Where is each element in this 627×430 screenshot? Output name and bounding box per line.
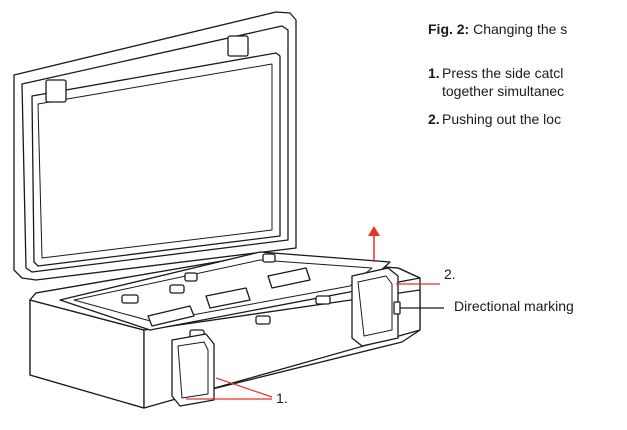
directional-marking	[393, 301, 401, 315]
step-1: 1. Press the side catcl together simulta…	[428, 64, 627, 100]
push-out-arrow	[368, 226, 380, 262]
tray-pad	[121, 294, 139, 304]
lid-window-inner	[37, 63, 273, 259]
instruction-steps: 1. Press the side catcl together simulta…	[428, 64, 627, 138]
tray-pad	[169, 284, 185, 294]
step-text-line-1: Press the side catcl	[442, 65, 564, 81]
directional-marking-label: Directional marking	[454, 298, 574, 314]
tray-pad	[262, 253, 276, 263]
lid-clip-right	[227, 35, 249, 57]
callout-2-label: 2.	[444, 266, 456, 282]
leader-line-1b	[215, 377, 273, 398]
step-number: 2.	[428, 111, 440, 127]
tray-pad	[184, 272, 198, 282]
side-catch-right-inner	[357, 275, 393, 337]
callout-1-label: 1.	[276, 390, 288, 406]
caption-label: Fig. 2:	[428, 21, 470, 37]
tray-slot	[147, 305, 195, 327]
caption-text: Changing the s	[473, 21, 568, 37]
step-text-line-1: Pushing out the loc	[442, 111, 562, 127]
tray-slot	[267, 267, 311, 289]
tray-pad	[255, 315, 271, 325]
step-number: 1.	[428, 65, 440, 81]
figure-caption: Fig. 2: Changing the s	[428, 20, 627, 38]
tray-pad	[315, 295, 331, 305]
tray-slot	[205, 287, 251, 309]
step-2: 2. Pushing out the loc	[428, 110, 627, 128]
step-text-line-2: together simultanec	[442, 83, 565, 99]
side-catch-left-inner	[177, 341, 209, 399]
lid-clip-left	[45, 79, 67, 103]
